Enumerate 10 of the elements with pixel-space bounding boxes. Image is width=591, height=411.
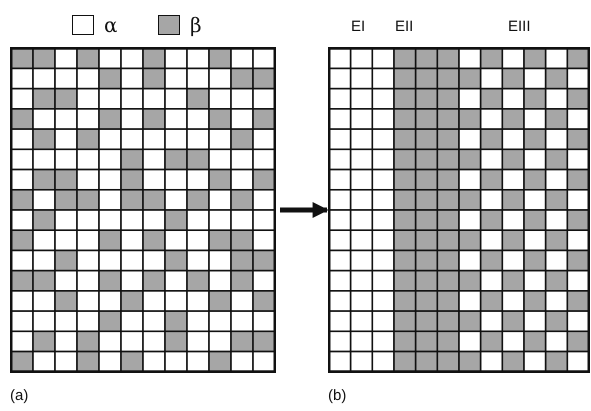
panel-label: (a): [10, 388, 28, 403]
panel-label: (b): [328, 388, 346, 403]
legend-text: α: [104, 15, 118, 35]
legend-text: β: [190, 15, 202, 35]
zone-label: EII: [395, 19, 414, 34]
grain-grid-drawing: [328, 47, 590, 373]
zone-label: EIII: [508, 19, 531, 34]
grain-grid-drawing: [10, 47, 276, 373]
arrow: [280, 202, 329, 218]
zone-label: EI: [351, 19, 366, 34]
